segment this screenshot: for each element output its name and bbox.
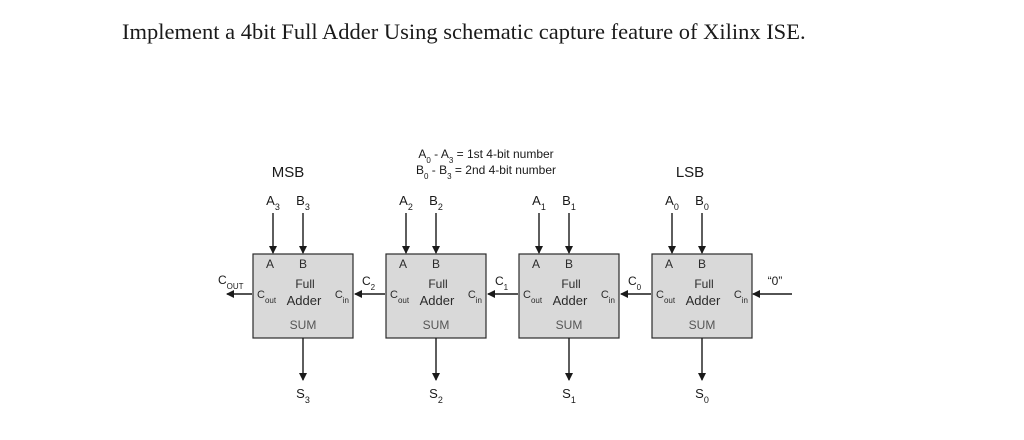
full-adder-block — [518, 253, 620, 339]
pin-cout-label: Cout — [257, 289, 277, 305]
carry-label: C1 — [495, 274, 509, 292]
pin-cout-label: Cout — [523, 289, 543, 305]
input-b-label: B3 — [296, 193, 310, 212]
pin-sum-label: SUM — [423, 318, 450, 332]
carry-label: C2 — [362, 274, 376, 292]
sum-output-label: S3 — [296, 386, 310, 405]
input-a-label: A1 — [532, 193, 546, 212]
sum-output-label: S0 — [695, 386, 709, 405]
pin-cout-label: Cout — [390, 289, 410, 305]
legend-a-range: A0 - A3 = 1st 4-bit number — [418, 147, 553, 165]
pin-sum-label: SUM — [689, 318, 716, 332]
legend-b-range: B0 - B3 = 2nd 4-bit number — [416, 163, 556, 181]
carry-in-value: “0” — [768, 274, 783, 288]
pin-sum-label: SUM — [290, 318, 317, 332]
lsb-label: LSB — [676, 164, 704, 181]
pin-b-label: B — [698, 257, 706, 271]
pin-b-label: B — [299, 257, 307, 271]
block-title-line1: Full — [295, 277, 314, 291]
full-adder-block — [385, 253, 487, 339]
msb-label: MSB — [272, 164, 305, 181]
block-title-line1: Full — [428, 277, 447, 291]
pin-cin-label: Cin — [734, 289, 748, 305]
input-a-label: A0 — [665, 193, 679, 212]
block-title-line1: Full — [694, 277, 713, 291]
full-adder-block — [252, 253, 354, 339]
input-a-label: A2 — [399, 193, 413, 212]
carry-out-label: COUT — [218, 273, 244, 291]
pin-cout-label: Cout — [656, 289, 676, 305]
pin-a-label: A — [532, 257, 540, 271]
instruction-paragraph: Implement a 4bit Full Adder Using schema… — [122, 19, 806, 44]
block-title-line2: Adder — [686, 293, 721, 308]
pin-b-label: B — [565, 257, 573, 271]
input-a-label: A3 — [266, 193, 280, 212]
block-title-line2: Adder — [420, 293, 455, 308]
block-title-line2: Adder — [287, 293, 322, 308]
pin-cin-label: Cin — [468, 289, 482, 305]
input-b-label: B1 — [562, 193, 576, 212]
sum-output-label: S2 — [429, 386, 443, 405]
input-b-label: B2 — [429, 193, 443, 212]
pin-b-label: B — [432, 257, 440, 271]
block-title-line2: Adder — [553, 293, 588, 308]
block-title-line1: Full — [561, 277, 580, 291]
pin-a-label: A — [266, 257, 274, 271]
sum-output-label: S1 — [562, 386, 576, 405]
pin-cin-label: Cin — [601, 289, 615, 305]
input-b-label: B0 — [695, 193, 709, 212]
pin-cin-label: Cin — [335, 289, 349, 305]
pin-sum-label: SUM — [556, 318, 583, 332]
pin-a-label: A — [665, 257, 673, 271]
carry-label: C0 — [628, 274, 642, 292]
pin-a-label: A — [399, 257, 407, 271]
